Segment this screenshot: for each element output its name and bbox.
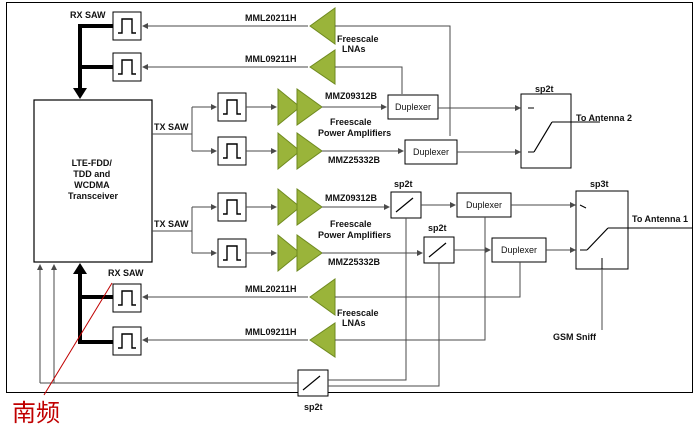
- rx-bus-top-arrow: [73, 88, 87, 99]
- rx-bus-bottom: [78, 295, 113, 344]
- lna-bot-2-icon: [309, 322, 336, 358]
- tx-section-1: TX SAW MMZ09312B Freescale Power Amplifi…: [152, 87, 521, 171]
- tx-saw-1-label: TX SAW: [154, 122, 189, 132]
- lna-top-2-icon: [309, 49, 336, 85]
- sp2t-mid-2-label: sp2t: [428, 223, 447, 233]
- lna-top-2-label: MML09211H: [245, 54, 297, 64]
- sp2t-antenna-2: sp2t To Antenna 2: [520, 84, 632, 169]
- rx-saw-top-group: RX SAW MML20211H MML09211H Freescale LNA…: [70, 7, 451, 136]
- pa-3-stage1-icon: [277, 187, 301, 227]
- pa-2-stage2-icon: [296, 132, 323, 170]
- lna-bot-1-icon: [309, 278, 336, 316]
- rx-bus-top: [78, 24, 113, 92]
- rx-saw-top-label: RX SAW: [70, 10, 106, 20]
- lna-top-1-icon: [309, 7, 336, 45]
- sp3t-antenna-1: sp3t To Antenna 1 GSM Sniff: [553, 179, 693, 342]
- duplexer-3: [456, 192, 512, 218]
- duplexer-1-label: Duplexer: [395, 102, 431, 112]
- tx-saw-2-label: TX SAW: [154, 219, 189, 229]
- pa-3-stage2-icon: [296, 188, 323, 226]
- sp2t-top-label: sp2t: [535, 84, 554, 94]
- duplexer-4-label: Duplexer: [501, 245, 537, 255]
- freescale-lnas-top-label: Freescale LNAs: [337, 34, 381, 54]
- annotation-label: 南频: [12, 399, 60, 427]
- rx-bus-bottom-arrow: [73, 263, 87, 274]
- rx-saw-filter-bottom-2: [112, 326, 142, 356]
- lna-bot-1-label: MML20211H: [245, 284, 297, 294]
- annotation-pointer: [43, 282, 113, 396]
- tx-saw-filter-1: [217, 92, 247, 122]
- rx-saw-bottom-group: RX SAW MML20211H MML09211H Freescale LNA…: [73, 217, 521, 358]
- annotation: 南频: [12, 282, 113, 427]
- rx-saw-filter-top-1: [112, 11, 142, 41]
- pa-4-label: MMZ25332B: [328, 257, 381, 267]
- sp2t-bottom-label: sp2t: [304, 402, 323, 412]
- freescale-pa-top-label: Freescale Power Amplifiers: [318, 117, 391, 138]
- lna-bot-2-label: MML09211H: [245, 327, 297, 337]
- to-antenna-1-label: To Antenna 1: [632, 214, 688, 224]
- transceiver-block: [33, 99, 153, 263]
- pa-4-stage2-icon: [296, 234, 323, 272]
- sp3t-switch: [575, 190, 629, 270]
- lna-top-1-label: MML20211H: [245, 13, 297, 23]
- pa-3-label: MMZ09312B: [325, 193, 378, 203]
- pa-1-label: MMZ09312B: [325, 91, 378, 101]
- pa-4-stage1-icon: [277, 233, 301, 273]
- pa-2-label: MMZ25332B: [328, 155, 381, 165]
- tx-section-2: TX SAW MMZ09312B Freescale Power Amplifi…: [152, 179, 576, 273]
- to-antenna-2-label: To Antenna 2: [576, 113, 632, 123]
- pa-1-stage2-icon: [296, 88, 323, 126]
- tx-saw-filter-3: [217, 192, 247, 222]
- sp2t-mid-1-label: sp2t: [394, 179, 413, 189]
- transceiver-label: LTE-FDD/ TDD and WCDMA Transceiver: [68, 158, 119, 201]
- pa-1-stage1-icon: [277, 87, 301, 127]
- sp2t-bottom-switch: [297, 369, 329, 397]
- duplexer-2: [404, 139, 458, 165]
- duplexer-1: [387, 94, 439, 120]
- freescale-pa-bot-label: Freescale Power Amplifiers: [318, 219, 391, 240]
- gsm-sniff-label: GSM Sniff: [553, 332, 597, 342]
- rx-saw-filter-bottom-1: [112, 283, 142, 313]
- duplexer-4: [491, 237, 547, 263]
- freescale-lnas-bot-label: Freescale LNAs: [337, 308, 381, 328]
- tx-saw-filter-4: [217, 238, 247, 268]
- diagram-frame: [6, 2, 693, 393]
- rx-saw-bottom-label: RX SAW: [108, 268, 144, 278]
- duplexer-2-label: Duplexer: [413, 147, 449, 157]
- sp3t-label: sp3t: [590, 179, 609, 189]
- sp2t-mid-1-switch: [390, 191, 422, 219]
- sp2t-bottom: sp2t: [37, 218, 440, 412]
- rx-saw-filter-top-2: [112, 52, 142, 82]
- sp2t-mid-2-switch: [423, 236, 455, 264]
- duplexer-3-label: Duplexer: [466, 200, 502, 210]
- tx-saw-filter-2: [217, 136, 247, 166]
- pa-2-stage1-icon: [277, 131, 301, 171]
